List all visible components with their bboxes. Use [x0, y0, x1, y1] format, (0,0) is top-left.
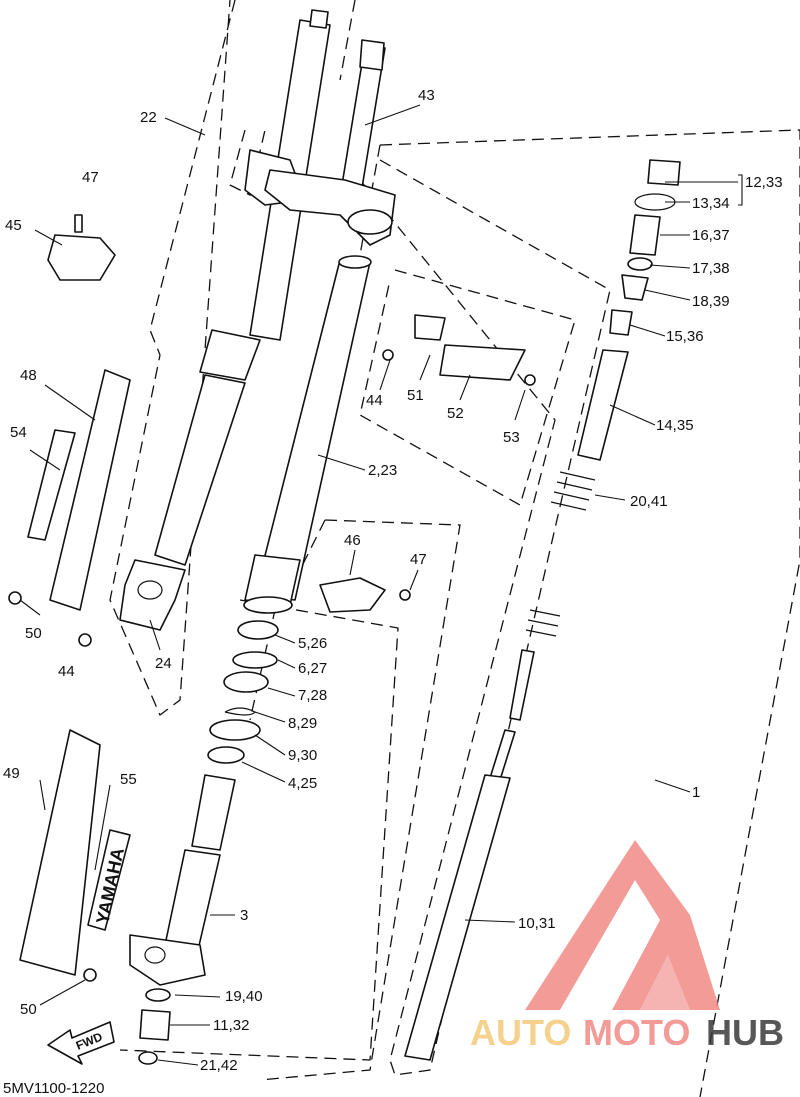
part-labels: 22 43 12,33 13,34 16,37 17,38 18,39 15,3…	[3, 87, 783, 1074]
label-22: 22	[140, 109, 157, 126]
label-49: 49	[3, 765, 20, 782]
label-7-28: 7,28	[298, 687, 327, 704]
fwd-arrow: FWD	[47, 1021, 115, 1065]
label-43: 43	[418, 87, 435, 104]
bottom-valve-parts	[138, 988, 171, 1065]
watermark-auto: AUTO	[470, 1012, 571, 1053]
label-47-top: 47	[82, 169, 99, 186]
label-18-39: 18,39	[692, 293, 730, 310]
label-1: 1	[692, 784, 700, 801]
leader-lines	[19, 104, 738, 1066]
label-5-26: 5,26	[298, 635, 327, 652]
fork-guards: YAMAHA	[19, 369, 131, 976]
label-52: 52	[447, 405, 464, 422]
label-17-38: 17,38	[692, 260, 730, 277]
fork-tubes	[243, 255, 372, 614]
label-8-29: 8,29	[288, 715, 317, 732]
label-44-mid: 44	[366, 392, 383, 409]
label-46: 46	[344, 532, 361, 549]
label-53: 53	[503, 429, 520, 446]
label-44-left: 44	[58, 663, 75, 680]
label-4-25: 4,25	[288, 775, 317, 792]
lower-outer-tube	[129, 774, 236, 986]
label-15-36: 15,36	[666, 328, 704, 345]
label-11-32: 11,32	[213, 1017, 249, 1034]
label-13-34: 13,34	[692, 195, 730, 212]
label-bracket	[738, 174, 743, 206]
steering-stem	[264, 39, 396, 246]
watermark-moto: MOTO	[583, 1012, 690, 1053]
watermark-hub: HUB	[706, 1012, 784, 1053]
label-24: 24	[155, 655, 172, 672]
label-47-mid: 47	[410, 551, 427, 568]
label-14-35: 14,35	[656, 417, 694, 434]
label-48: 48	[20, 367, 37, 384]
label-21-42: 21,42	[200, 1057, 238, 1074]
label-50-top: 50	[25, 625, 42, 642]
label-12-33: 12,33	[745, 174, 783, 191]
damper-assembly	[404, 159, 681, 1061]
label-9-30: 9,30	[288, 747, 317, 764]
diagram-code: 5MV1100-1220	[3, 1080, 104, 1097]
label-2-23: 2,23	[368, 462, 397, 479]
label-16-37: 16,37	[692, 227, 730, 244]
label-6-27: 6,27	[298, 660, 327, 677]
watermark-logo: AUTO MOTO HUB	[470, 840, 784, 1053]
label-20-41: 20,41	[630, 493, 668, 510]
label-51: 51	[407, 387, 424, 404]
watermark-inner-icon	[640, 955, 712, 1010]
label-45: 45	[5, 217, 22, 234]
bolts	[8, 214, 536, 982]
label-54: 54	[10, 424, 27, 441]
label-10-31: 10,31	[518, 915, 556, 932]
watermark-triangle-icon	[525, 840, 720, 1010]
label-55: 55	[120, 771, 137, 788]
seal-stack	[207, 620, 279, 764]
label-19-40: 19,40	[225, 988, 263, 1005]
label-50-bottom: 50	[20, 1001, 37, 1018]
label-3: 3	[240, 907, 248, 924]
clamps-and-brackets	[47, 234, 526, 613]
